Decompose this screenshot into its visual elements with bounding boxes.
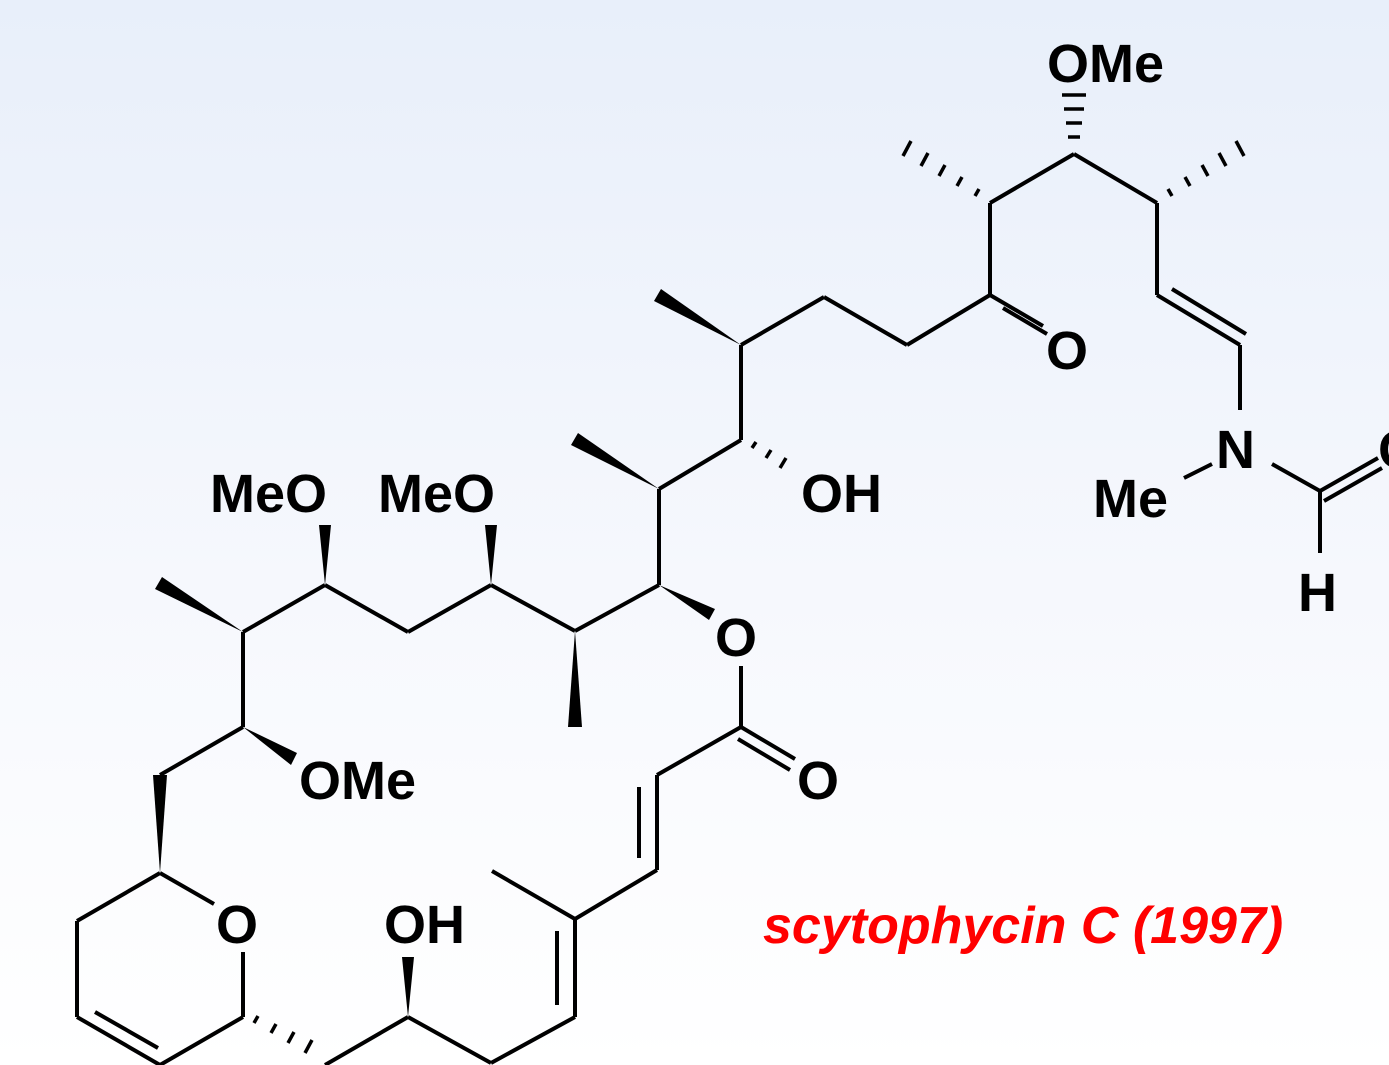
single-bonds (75, 152, 1322, 1065)
compound-caption: scytophycin C (1997) (763, 897, 1284, 955)
atom-label-meo-right: MeO (378, 464, 495, 524)
atom-label-ome-top: OMe (1047, 34, 1164, 94)
atom-label-ome-lower: OMe (299, 751, 416, 811)
wedge-bonds (153, 289, 741, 1017)
atom-label-ring-o: O (216, 895, 258, 955)
hash-bonds (252, 93, 1246, 1054)
atom-label-formyl-o: O (1378, 420, 1389, 480)
atom-labels: OMe O OH N Me O H MeO MeO O O OMe O OH (210, 34, 1389, 955)
double-bonds (75, 287, 1383, 1065)
atom-label-n: N (1216, 420, 1255, 480)
atom-label-oh-upper: OH (801, 464, 882, 524)
atom-label-ester-o: O (715, 608, 757, 668)
atom-label-meo-left: MeO (210, 464, 327, 524)
atom-label-carbonyl-o: O (797, 751, 839, 811)
atom-label-me-n: Me (1093, 469, 1168, 529)
atom-label-formyl-h: H (1298, 563, 1337, 623)
atom-label-oh-lower: OH (384, 895, 465, 955)
atom-label-ketone-o: O (1046, 321, 1088, 381)
